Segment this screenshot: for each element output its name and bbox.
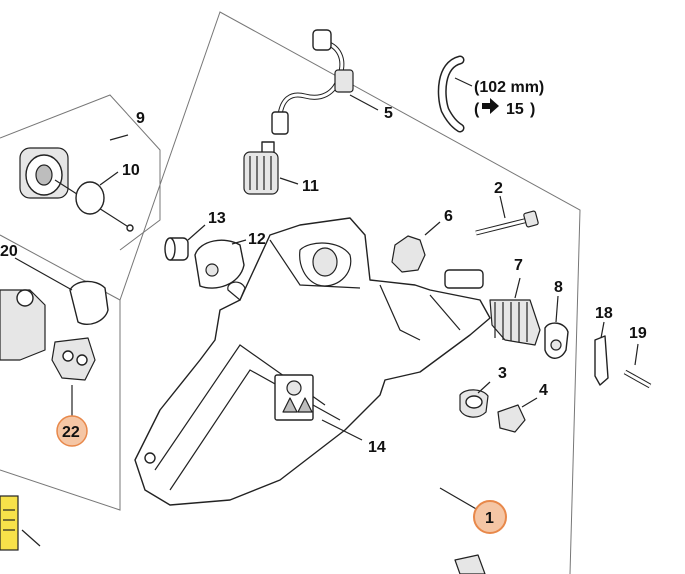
highlight-circle-1[interactable]: [473, 500, 507, 534]
label-19[interactable]: 19: [629, 325, 647, 342]
fuel-hose-assembly: [271, 29, 379, 135]
label-3[interactable]: 3: [498, 365, 507, 382]
label-6[interactable]: 6: [444, 208, 453, 225]
cover-and-sleeve: [164, 224, 247, 289]
book-icon: [0, 495, 41, 551]
label-2[interactable]: 2: [494, 180, 503, 197]
label-22[interactable]: 22: [62, 424, 80, 441]
arrow-right-icon: [482, 98, 499, 114]
highlight-circle-22[interactable]: [56, 415, 88, 447]
small-fasteners: [459, 381, 538, 433]
label-11[interactable]: 11: [302, 178, 319, 195]
hose-ref-close-paren: ): [530, 101, 535, 118]
label-12[interactable]: 12: [248, 231, 266, 248]
label-8[interactable]: 8: [554, 279, 563, 296]
oil-pump-assembly: [19, 134, 134, 232]
label-13[interactable]: 13: [208, 210, 226, 227]
label-7[interactable]: 7: [514, 257, 523, 274]
leader-1: [439, 487, 479, 511]
label-10[interactable]: 10: [122, 162, 140, 179]
hose-ref-number[interactable]: 15: [506, 101, 524, 118]
label-1[interactable]: 1: [485, 510, 494, 527]
label-14[interactable]: 14: [368, 439, 386, 456]
anti-vibration-buffer: [391, 221, 441, 273]
crankcase-housing: [134, 217, 491, 506]
hose-length-note: (102 mm): [474, 79, 544, 96]
chain-catcher-and-screw: [594, 321, 652, 389]
long-screw: [475, 195, 539, 236]
label-9[interactable]: 9: [136, 110, 145, 127]
carburetor-group: [0, 257, 109, 418]
spring-and-mount: [444, 269, 569, 359]
hose-ref-open-paren: (: [474, 101, 480, 118]
label-18[interactable]: 18: [595, 305, 613, 322]
group-frames: [0, 11, 581, 574]
label-20[interactable]: 20: [0, 243, 18, 260]
label-5[interactable]: 5: [384, 105, 393, 122]
partial-part-bottom: [454, 554, 486, 574]
label-4[interactable]: 4: [539, 382, 548, 399]
fuel-filter: [243, 141, 299, 195]
impulse-hose: [437, 55, 473, 133]
